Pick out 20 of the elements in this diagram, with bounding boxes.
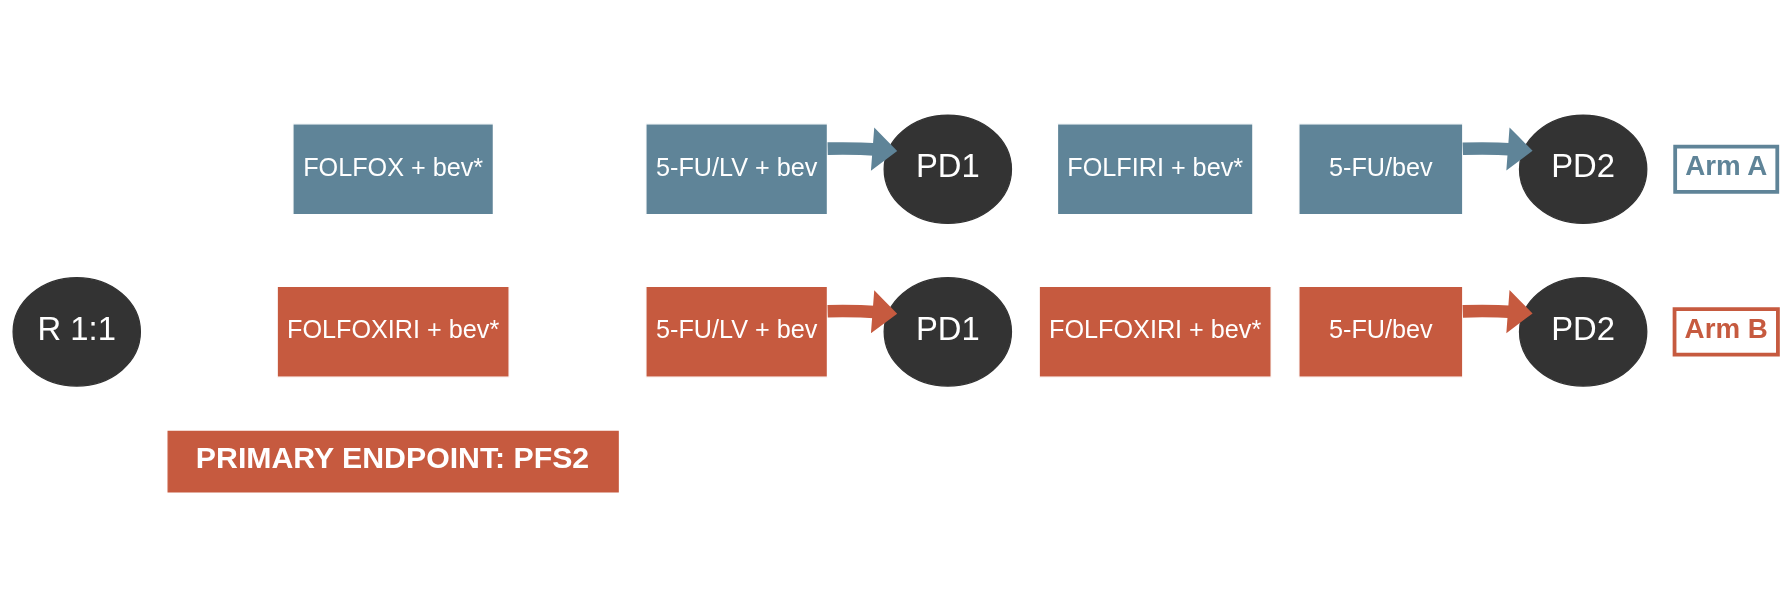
- node-ellipse: PD1: [883, 277, 1013, 387]
- node-ellipse: PD2: [1518, 114, 1648, 225]
- node-box: Arm A: [1673, 144, 1780, 194]
- node-box: 5-FU/LV + bev: [645, 285, 829, 378]
- arrow: [1462, 290, 1533, 334]
- node-box: 5-FU/bev: [1298, 285, 1464, 378]
- arrow: [827, 127, 898, 171]
- node-box: 5-FU/LV + bev: [645, 123, 829, 216]
- node-box: FOLFOX + bev*: [292, 123, 494, 216]
- node-box: FOLFOXIRI + bev*: [276, 285, 510, 378]
- node-box: FOLFIRI + bev*: [1056, 123, 1254, 216]
- arrow: [827, 290, 898, 334]
- node-box: FOLFOXIRI + bev*: [1038, 285, 1272, 378]
- node-ellipse: R 1:1: [12, 277, 142, 387]
- node-ellipse: PD1: [883, 114, 1013, 225]
- arrow: [1462, 127, 1533, 171]
- node-ellipse: PD2: [1518, 277, 1648, 387]
- node-box: 5-FU/bev: [1298, 123, 1464, 216]
- node-box: Arm B: [1672, 307, 1780, 357]
- node-box: PRIMARY ENDPOINT: PFS2: [167, 430, 619, 493]
